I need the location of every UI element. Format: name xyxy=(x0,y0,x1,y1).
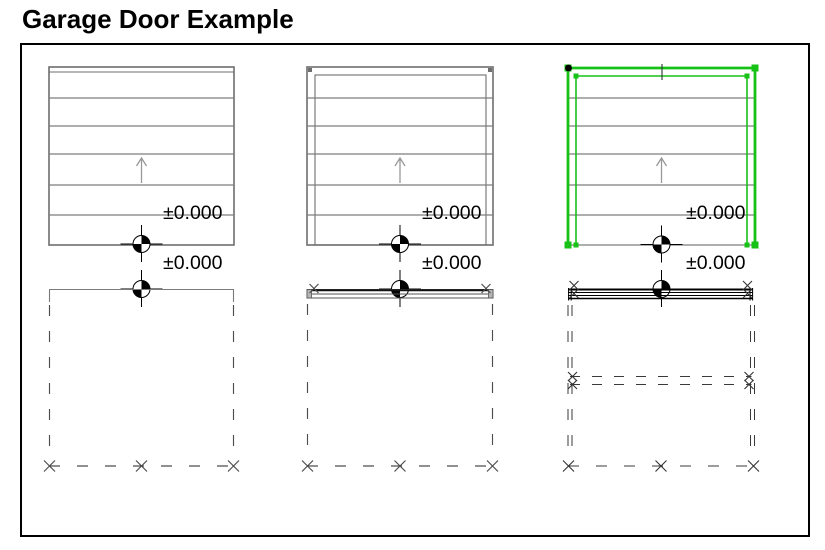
selection-grip-inner[interactable] xyxy=(573,242,579,248)
garage-door-3-plan[interactable] xyxy=(562,280,760,473)
garage-door-2-plan[interactable] xyxy=(301,283,499,473)
drawing-title: Garage Door Example xyxy=(22,4,294,34)
selection-grip[interactable] xyxy=(751,64,759,72)
opening-direction-arrow-icon xyxy=(394,157,406,184)
garage-door-2-level-markers[interactable] xyxy=(378,224,422,308)
garage-door-3-level-markers[interactable] xyxy=(640,225,683,308)
selection-grip-inner[interactable] xyxy=(744,242,750,248)
level-datum-icon xyxy=(640,225,683,263)
door-plan-bar-cap-left xyxy=(306,289,312,299)
opening-end-ticks xyxy=(48,290,235,302)
opening-direction-arrow-icon xyxy=(655,157,668,184)
corner-x-icon xyxy=(308,283,320,294)
corner-x-icon xyxy=(486,459,499,473)
door-panel-lines xyxy=(307,97,493,216)
selection-grip[interactable] xyxy=(564,241,572,249)
selection-grip[interactable] xyxy=(751,241,759,249)
opening-side-dashed-lines xyxy=(48,305,235,458)
selection-grip-inner[interactable] xyxy=(744,73,750,79)
opening-direction-arrow-icon xyxy=(135,157,148,184)
level-label-lower-2[interactable]: ±0.000 xyxy=(422,252,482,274)
selection-grip-inner[interactable] xyxy=(573,73,579,79)
door-plan-bar-caps xyxy=(568,288,754,301)
garage-door-1-plan[interactable] xyxy=(43,288,240,473)
level-label-lower-1[interactable]: ±0.000 xyxy=(163,252,223,274)
level-label-upper-2[interactable]: ±0.000 xyxy=(422,202,482,224)
corner-x-icon xyxy=(227,459,240,473)
corner-x-icon xyxy=(743,371,755,382)
level-datum-icon xyxy=(120,269,163,308)
garage-door-1-level-markers[interactable] xyxy=(120,224,163,308)
corner-x-icon xyxy=(480,283,492,294)
level-datum-icon xyxy=(120,224,163,263)
level-datum-icon xyxy=(378,269,422,308)
corner-x-icon xyxy=(743,379,755,390)
drawing-frame xyxy=(20,43,810,537)
origin-hotspot-dot[interactable] xyxy=(565,64,572,72)
level-datum-icon xyxy=(378,224,422,263)
track-bracket-right xyxy=(488,68,492,72)
door-plan-bar-mid xyxy=(568,292,753,296)
opening-side-dashed-lines xyxy=(306,304,494,458)
level-label-upper-3[interactable]: ±0.000 xyxy=(686,202,746,224)
door-panel-lines xyxy=(49,97,234,216)
door-panel-lines xyxy=(568,97,755,216)
track-bracket-left xyxy=(308,68,312,72)
open-door-ceiling-dashed-lines xyxy=(570,376,752,385)
opening-side-dashed-lines xyxy=(567,305,755,458)
level-label-upper-1[interactable]: ±0.000 xyxy=(163,202,223,224)
level-label-lower-3[interactable]: ±0.000 xyxy=(686,252,746,274)
corner-x-icon xyxy=(747,459,760,473)
door-plan-bar-cap-right xyxy=(488,289,494,299)
